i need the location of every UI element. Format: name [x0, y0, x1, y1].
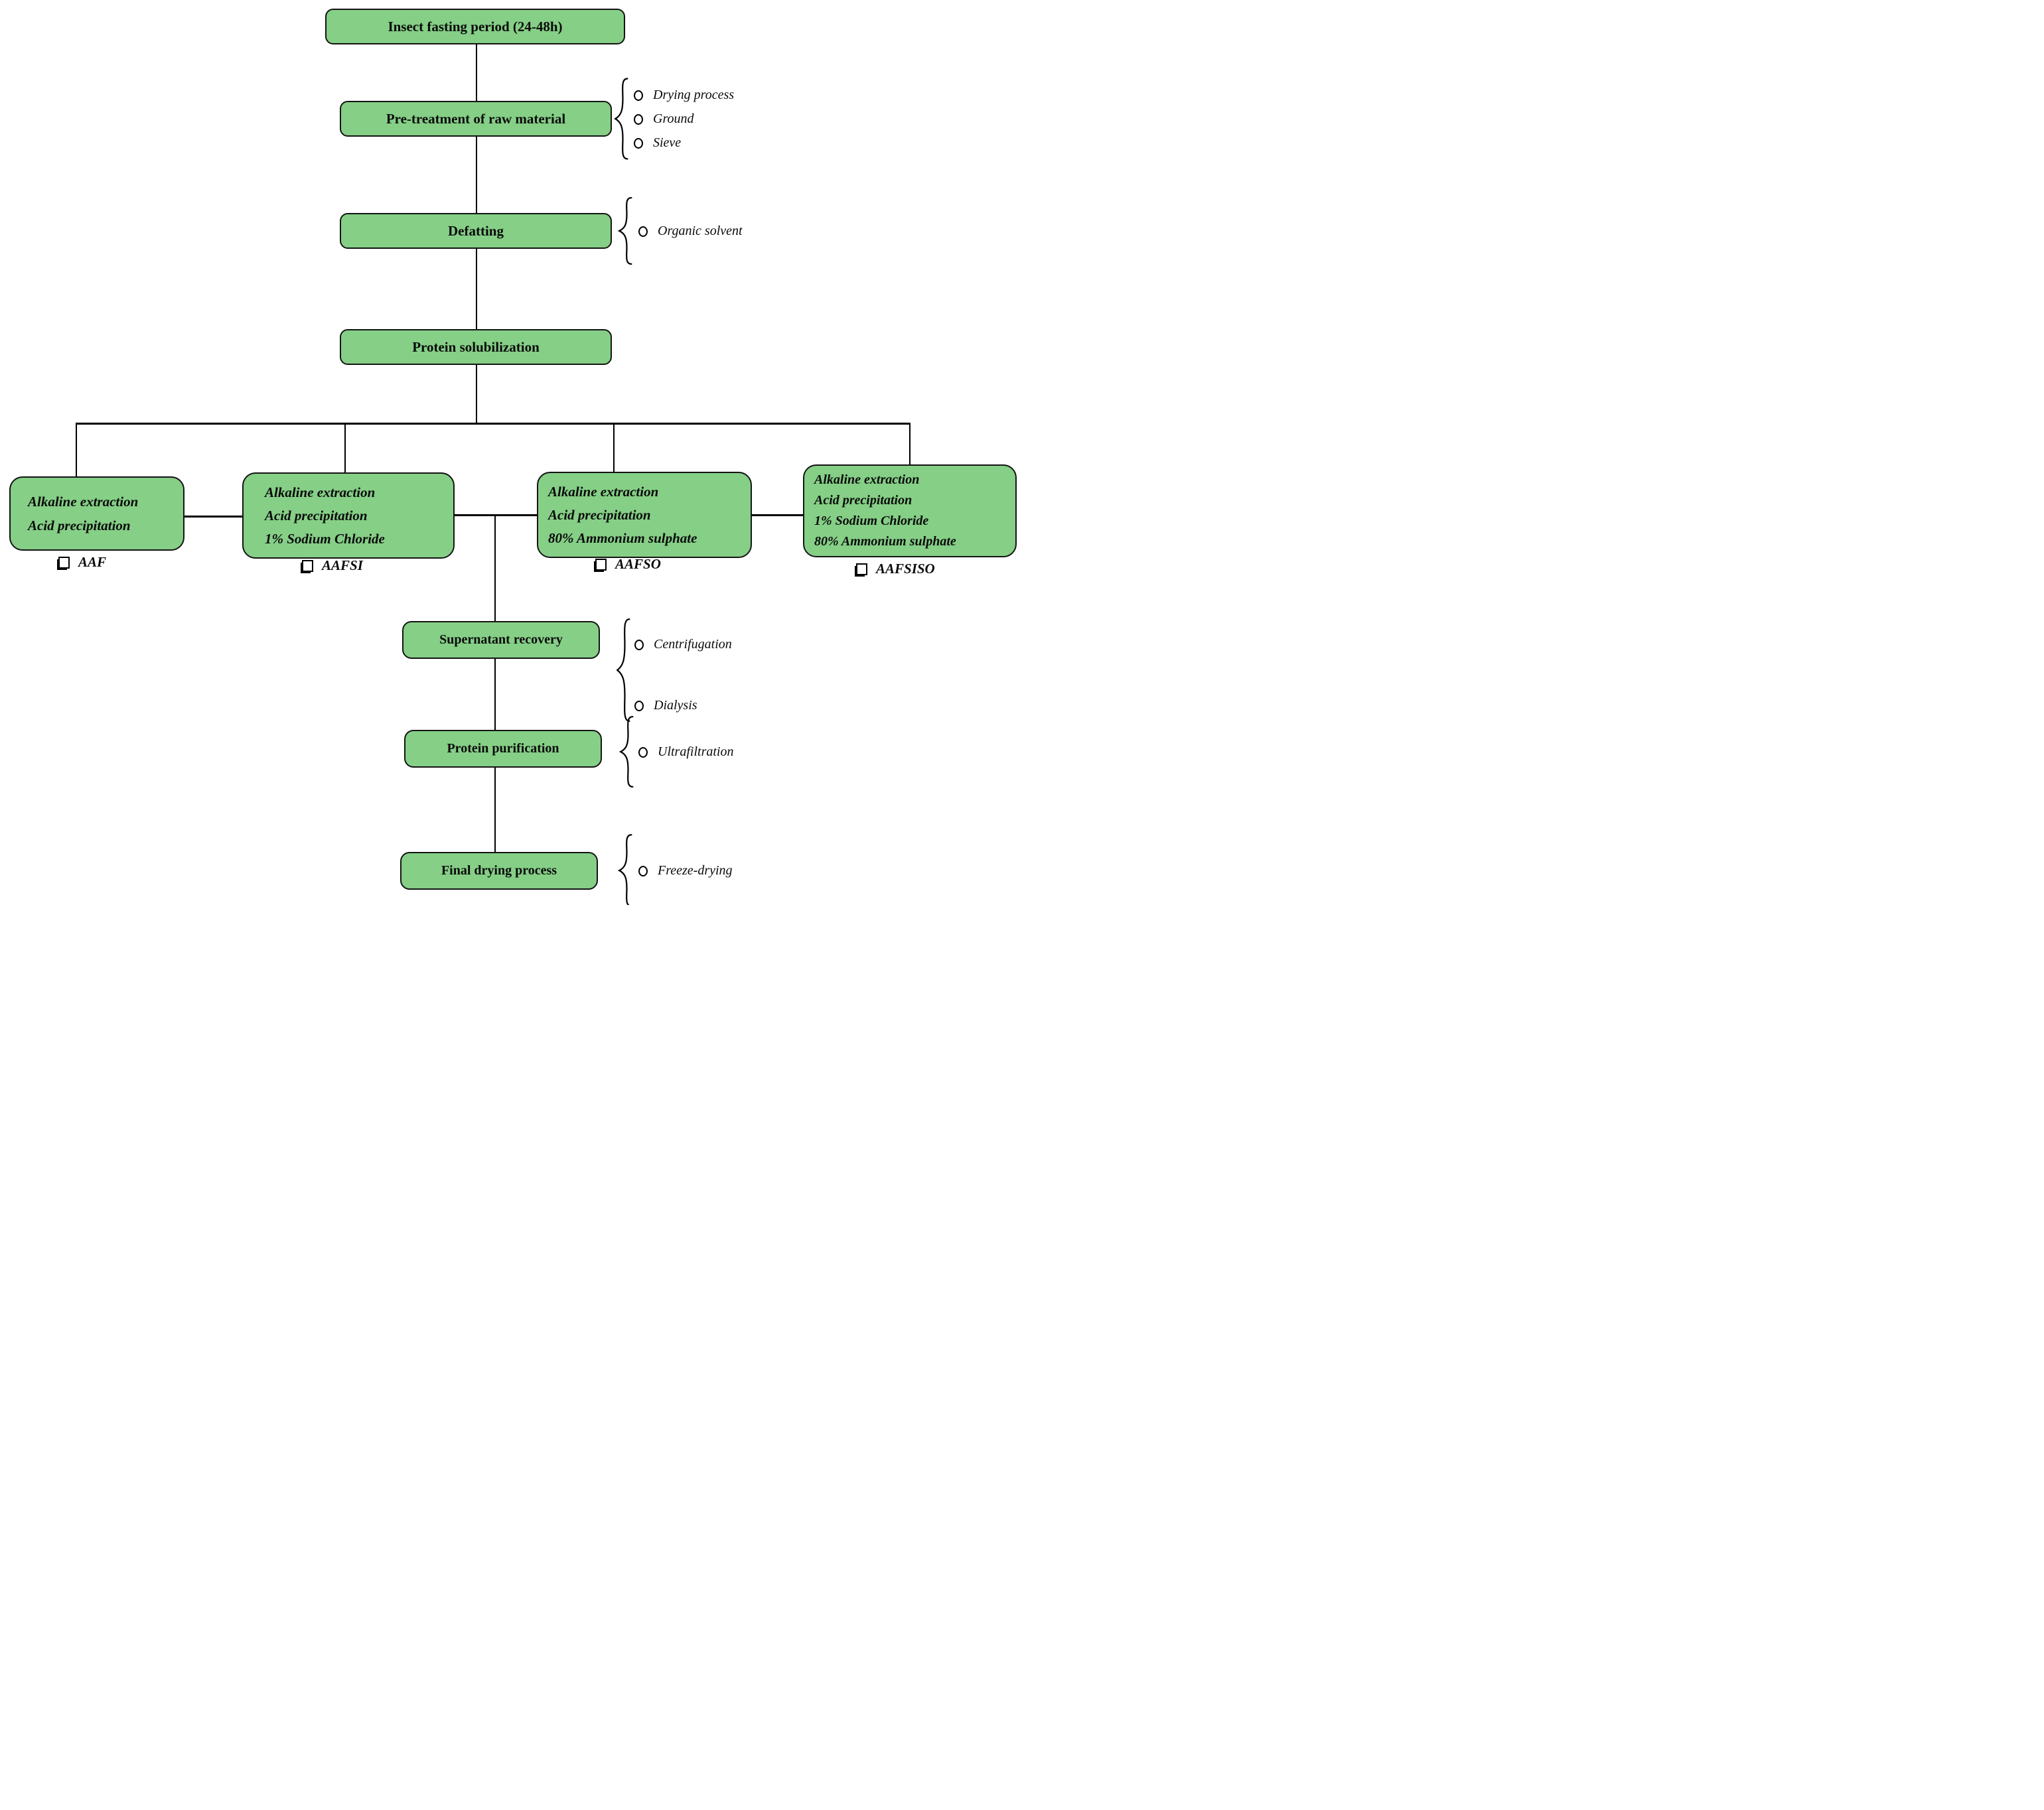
- annotation-text: Ground: [653, 111, 694, 126]
- circle-bullet-icon: [638, 226, 648, 237]
- label-aafsi-text: AAFSI: [322, 557, 363, 573]
- annotation-organic-solvent: Organic solvent: [638, 222, 743, 240]
- label-aafso-text: AAFSO: [615, 556, 661, 572]
- checkbox-icon: [856, 563, 867, 575]
- brace-defatting-icon: [616, 196, 633, 265]
- step-pretreatment-label: Pre-treatment of raw material: [386, 110, 566, 127]
- step-final-drying-label: Final drying process: [441, 863, 557, 878]
- annotation-text: Dialysis: [654, 698, 697, 713]
- branch-aafsiso-line: 1% Sodium Chloride: [814, 514, 929, 528]
- annotation-text: Sieve: [653, 135, 682, 150]
- checkbox-icon: [58, 556, 70, 569]
- checkbox-icon: [302, 559, 313, 572]
- connector-aaf-aafsi: [184, 516, 242, 518]
- circle-bullet-icon: [634, 640, 644, 650]
- branch-aafso-line: Alkaline extraction: [548, 483, 659, 500]
- step-insect-fasting-label: Insect fasting period (24-48h): [388, 18, 563, 35]
- branch-aaf-line: Acid precipitation: [28, 518, 131, 533]
- brace-supernatant-icon: [614, 617, 631, 723]
- branch-aafso-line: Acid precipitation: [548, 506, 651, 523]
- connector-aafso-aafsiso: [752, 514, 803, 516]
- annotation-sieve: Sieve: [634, 134, 681, 151]
- branch-aaf-line: Alkaline extraction: [28, 494, 139, 510]
- branch-aafsi-line: Alkaline extraction: [265, 484, 376, 500]
- step-supernatant-recovery-label: Supernatant recovery: [439, 632, 563, 647]
- brace-purification-icon: [617, 715, 634, 788]
- step-final-drying-box: Final drying process: [400, 852, 598, 890]
- circle-bullet-icon: [638, 747, 648, 758]
- label-aafso: AAFSO: [595, 556, 661, 573]
- annotation-freeze-drying: Freeze-drying: [638, 862, 733, 879]
- brace-finaldrying-icon: [616, 833, 633, 905]
- step-insect-fasting-box: Insect fasting period (24-48h): [325, 9, 625, 44]
- annotation-text: Drying process: [653, 88, 735, 102]
- connector-step2-step3: [476, 137, 477, 213]
- annotation-text: Organic solvent: [658, 224, 743, 238]
- connector-branches-supernatant: [494, 514, 496, 621]
- step-supernatant-recovery-box: Supernatant recovery: [402, 621, 600, 659]
- branch-aafsiso-line: Alkaline extraction: [814, 472, 920, 487]
- checkbox-icon: [595, 558, 607, 571]
- label-aafsiso: AAFSISO: [856, 561, 935, 577]
- connector-step1-step2: [476, 44, 477, 101]
- circle-bullet-icon: [634, 701, 644, 711]
- branch-aafsiso-box: Alkaline extraction Acid precipitation 1…: [803, 464, 1017, 557]
- branch-aafsi-box: Alkaline extraction Acid precipitation 1…: [242, 472, 455, 559]
- circle-bullet-icon: [638, 866, 648, 876]
- branch-aafsi-line: Acid precipitation: [265, 507, 368, 523]
- step-protein-purification-label: Protein purification: [447, 741, 559, 756]
- annotation-drying-process: Drying process: [634, 86, 734, 104]
- branch-distribution-line: [76, 423, 911, 425]
- connector-purification-finaldrying: [494, 768, 496, 852]
- connector-drop-aaf: [76, 423, 77, 476]
- circle-bullet-icon: [634, 138, 643, 149]
- branch-aafsi-line: 1% Sodium Chloride: [265, 530, 385, 547]
- annotation-text: Freeze-drying: [658, 863, 733, 878]
- step-protein-purification-box: Protein purification: [404, 730, 602, 768]
- annotation-ground: Ground: [634, 110, 694, 127]
- connector-aafsi-aafso: [455, 514, 537, 516]
- connector-step4-branchline: [476, 365, 477, 423]
- step-defatting-label: Defatting: [448, 222, 504, 239]
- step-protein-solubilization-label: Protein solubilization: [412, 338, 540, 355]
- circle-bullet-icon: [634, 114, 643, 125]
- step-pretreatment-box: Pre-treatment of raw material: [340, 101, 612, 137]
- branch-aafsiso-line: 80% Ammonium sulphate: [814, 534, 956, 549]
- annotation-dialysis: Dialysis: [634, 697, 697, 714]
- annotation-centrifugation: Centrifugation: [634, 636, 732, 653]
- flowchart-canvas: Insect fasting period (24-48h) Pre-treat…: [0, 0, 1022, 905]
- connector-step3-step4: [476, 249, 477, 329]
- annotation-ultrafiltration: Ultrafiltration: [638, 743, 733, 760]
- connector-supernatant-purification: [494, 659, 496, 730]
- label-aaf: AAF: [58, 554, 106, 571]
- label-aaf-text: AAF: [78, 554, 107, 570]
- annotation-text: Ultrafiltration: [658, 744, 734, 759]
- branch-aafso-line: 80% Ammonium sulphate: [548, 529, 697, 546]
- connector-drop-aafso: [613, 423, 615, 472]
- step-protein-solubilization-box: Protein solubilization: [340, 329, 612, 365]
- label-aafsiso-text: AAFSISO: [876, 561, 935, 577]
- connector-drop-aafsiso: [909, 423, 911, 464]
- step-defatting-box: Defatting: [340, 213, 612, 249]
- branch-aafsiso-line: Acid precipitation: [814, 493, 913, 508]
- branch-aafso-box: Alkaline extraction Acid precipitation 8…: [537, 472, 752, 558]
- label-aafsi: AAFSI: [302, 557, 363, 574]
- connector-drop-aafsi: [344, 423, 346, 472]
- branch-aaf-box: Alkaline extraction Acid precipitation: [9, 476, 184, 551]
- annotation-text: Centrifugation: [654, 637, 732, 652]
- brace-pretreatment-icon: [612, 77, 629, 161]
- circle-bullet-icon: [634, 90, 643, 101]
